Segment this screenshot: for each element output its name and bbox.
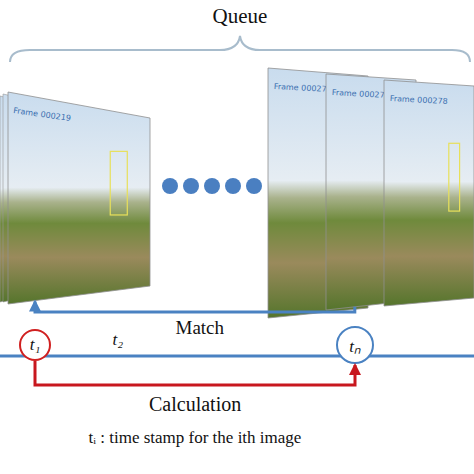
- text-label: tᵢ : time stamp for the ith image: [89, 428, 302, 448]
- video-frame: Frame 000219: [8, 92, 150, 304]
- edge-label: Calculation: [149, 393, 241, 416]
- connector-arrow: [35, 302, 355, 312]
- connector-arrow: [35, 361, 355, 385]
- ellipsis-dots: [162, 178, 262, 194]
- queue-brace: [10, 36, 470, 62]
- timeline: [0, 355, 474, 358]
- edge-label: Match: [176, 317, 225, 339]
- timestamp-text: t₁: [30, 335, 41, 355]
- timestamp-text: tₙ: [349, 334, 361, 357]
- frame-outline: [8, 92, 150, 304]
- frame-outline: [384, 80, 474, 306]
- timestamp-circle: tₙ: [336, 326, 374, 364]
- timestamp-circle: t₁: [19, 329, 51, 361]
- text-label: Queue: [213, 4, 268, 29]
- text-label: t₂: [113, 330, 124, 350]
- video-frame: Frame 000278: [384, 80, 474, 306]
